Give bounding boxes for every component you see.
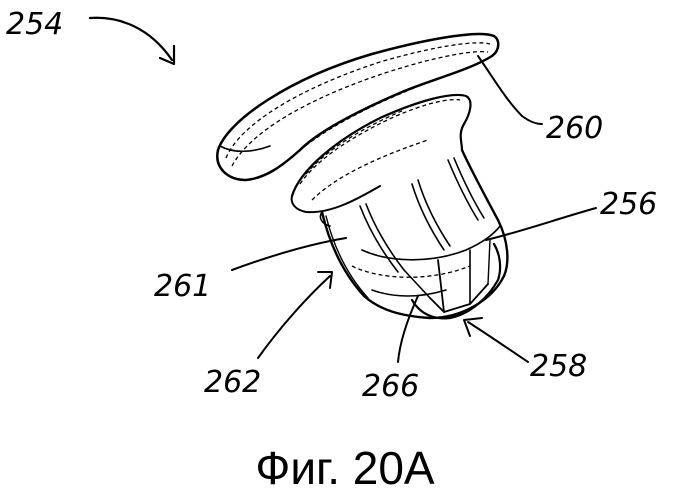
rib — [360, 206, 398, 272]
arrow-258 — [468, 322, 528, 362]
leader-lines — [90, 18, 596, 362]
neck — [292, 95, 470, 196]
label-256: 256 — [600, 187, 657, 222]
component-drawing — [217, 34, 507, 318]
label-266: 266 — [362, 369, 419, 404]
label-261: 261 — [154, 269, 211, 304]
leader-261 — [232, 238, 346, 270]
leader-256 — [486, 208, 596, 240]
figure-caption: Фиг. 20А — [255, 442, 435, 494]
label-260: 260 — [546, 111, 603, 146]
tip-face — [412, 244, 500, 318]
leader-260 — [478, 56, 542, 124]
slit-line — [438, 260, 444, 312]
label-262: 262 — [204, 365, 261, 400]
arrow-262 — [258, 276, 330, 358]
arrow-254 — [90, 18, 172, 60]
label-254: 254 — [6, 7, 63, 42]
label-258: 258 — [530, 349, 587, 384]
flange-outline — [217, 34, 498, 180]
